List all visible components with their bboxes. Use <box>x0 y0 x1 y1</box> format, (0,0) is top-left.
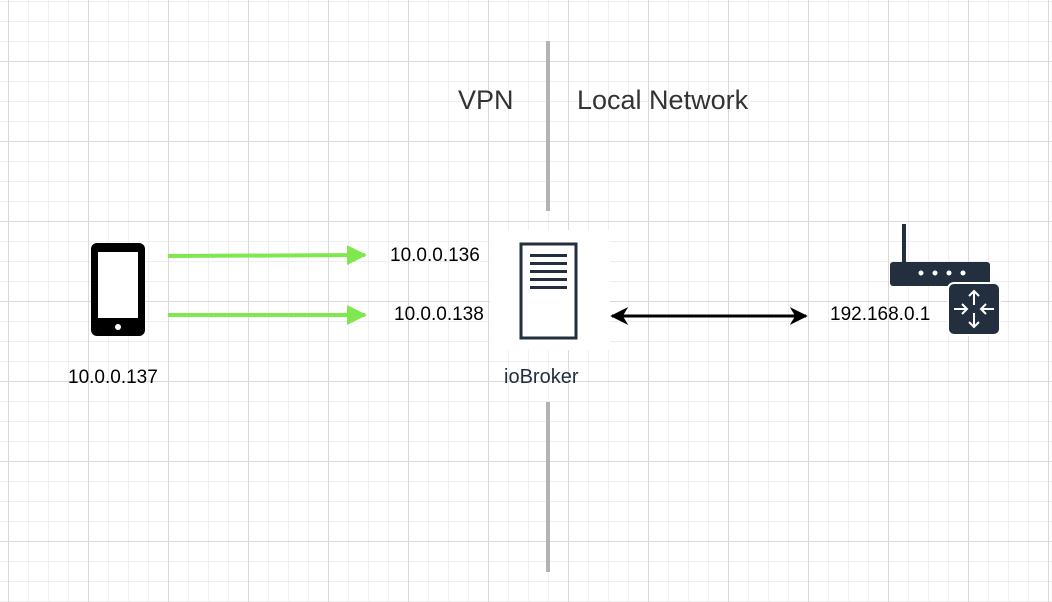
router-icon <box>890 224 990 286</box>
router-ip-label: 192.168.0.1 <box>830 304 931 325</box>
network-boundary-top <box>546 41 550 211</box>
vpn-zone-label: VPN <box>458 85 514 115</box>
network-boundary-bottom <box>546 402 550 572</box>
server-ip-label-2: 10.0.0.138 <box>394 304 484 325</box>
vpn-link-to-136 <box>167 245 367 266</box>
phone-ip-label: 10.0.0.137 <box>68 367 158 388</box>
server-icon <box>519 242 578 340</box>
server-ip-label-1: 10.0.0.136 <box>390 245 480 266</box>
local-network-zone-label: Local Network <box>577 85 749 115</box>
server-name-label: ioBroker <box>504 366 579 388</box>
network-router-badge-icon <box>947 282 1001 336</box>
smartphone-icon <box>91 243 145 336</box>
